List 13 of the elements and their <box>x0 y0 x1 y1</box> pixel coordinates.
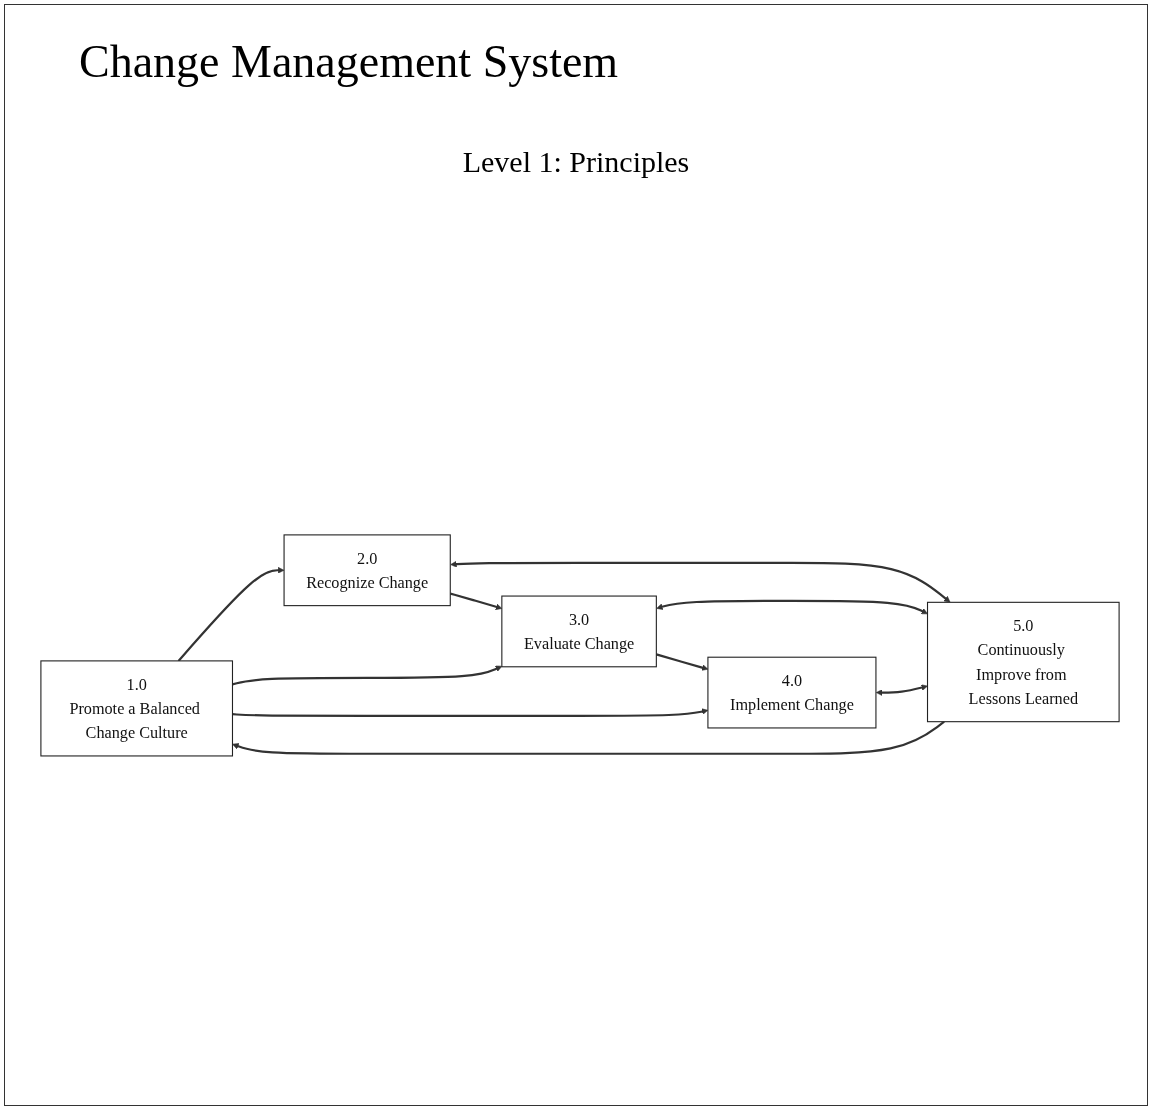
arrow <box>656 599 928 614</box>
node-box: 4.0 Implement Change <box>707 656 877 729</box>
arrow <box>450 560 951 603</box>
node-box: 5.0 Continuously Improve from Lessons Learned <box>926 601 1120 722</box>
diagram-title: Change Management System <box>79 35 619 88</box>
arrow <box>177 566 285 662</box>
arrow <box>232 665 503 685</box>
node-box: 2.0 Recognize Change <box>283 533 451 606</box>
arrow <box>232 720 945 755</box>
arrow <box>875 683 928 696</box>
node-box: 3.0 Evaluate Change <box>501 595 657 667</box>
node-box: 1.0 Promote a Balanced Change Culture <box>40 659 234 757</box>
subtitle-label: Level 1: Principles <box>461 145 691 179</box>
